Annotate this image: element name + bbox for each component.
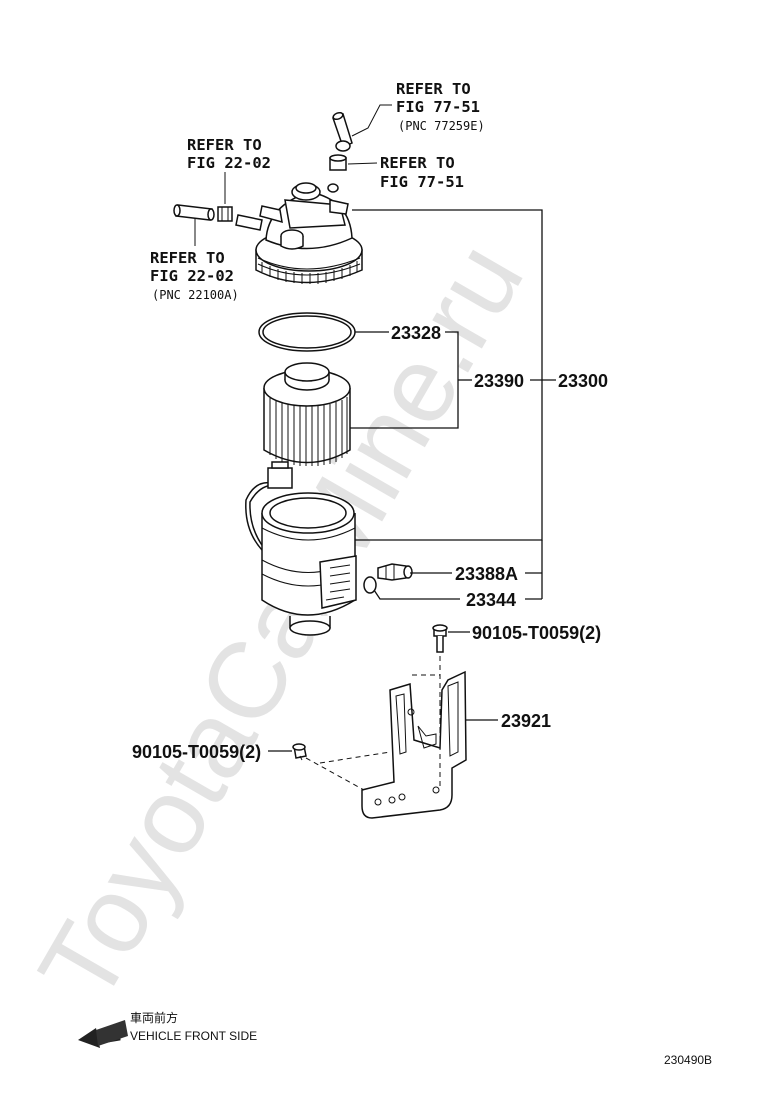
leader-refer-77-51-mid	[347, 162, 378, 165]
watermark: ToyotaCarMine.ru	[15, 223, 546, 1022]
refer-lower-left-line2: FIG 22-02	[150, 267, 234, 285]
refer-top-line1: REFER TO	[396, 80, 471, 98]
part-number-23390: 23390	[474, 371, 524, 391]
o-ring-23328	[258, 312, 356, 352]
refer-mid-line1: REFER TO	[380, 154, 455, 172]
part-number-bolt-right: 90105-T0059(2)	[472, 623, 601, 643]
bolt-left	[292, 743, 307, 761]
leader-23344	[373, 589, 460, 600]
arrow-left-icon	[78, 1020, 128, 1048]
filter-case	[245, 461, 357, 636]
dashline-bolt-left	[305, 757, 365, 791]
leader-bracket-23300	[352, 209, 543, 541]
hose-77-51	[329, 111, 353, 171]
filter-element-23390	[263, 362, 351, 466]
figure-code: 230490B	[664, 1053, 712, 1067]
refer-top-pnc: (PNC 77259E)	[398, 119, 485, 133]
part-number-23344: 23344	[466, 590, 516, 610]
drain-plug-23388A	[377, 563, 413, 581]
gasket-23344	[363, 576, 377, 594]
refer-mid-line2: FIG 77-51	[380, 173, 464, 191]
refer-lower-left-line1: REFER TO	[150, 249, 225, 267]
refer-top-line2: FIG 77-51	[396, 98, 480, 116]
bolt-right	[432, 624, 448, 653]
part-number-bolt-left: 90105-T0059(2)	[132, 742, 261, 762]
part-number-23328: 23328	[391, 323, 441, 343]
part-number-23388A: 23388A	[455, 564, 518, 584]
refer-upper-left-line1: REFER TO	[187, 136, 262, 154]
dashline-bolt-left-2	[319, 751, 391, 764]
direction-english: VEHICLE FRONT SIDE	[130, 1029, 257, 1043]
leader-refer-77-51-top	[351, 104, 392, 137]
direction-japanese: 車両前方	[130, 1010, 178, 1025]
refer-lower-left-pnc: (PNC 22100A)	[152, 288, 239, 302]
bracket-23921	[361, 670, 467, 819]
filter-head	[255, 182, 363, 284]
part-number-23300: 23300	[558, 371, 608, 391]
part-number-23921: 23921	[501, 711, 551, 731]
fuel-hose-22-02	[173, 204, 263, 231]
refer-upper-left-line2: FIG 22-02	[187, 154, 271, 172]
